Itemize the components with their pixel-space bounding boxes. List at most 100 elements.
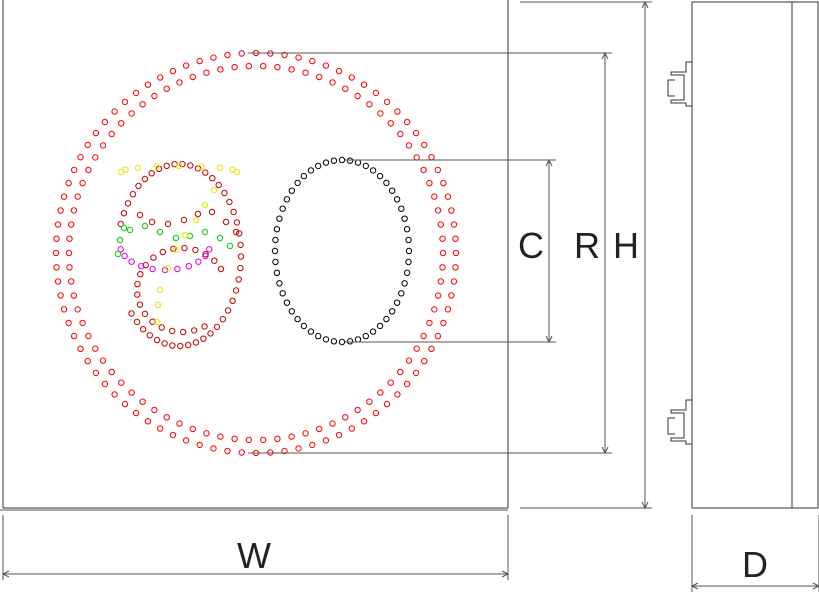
- led-dot: [128, 310, 135, 317]
- led-dot: [372, 409, 380, 417]
- led-dot: [156, 228, 164, 236]
- led-dot: [108, 368, 115, 376]
- led-dot: [213, 323, 221, 331]
- led-dot: [70, 207, 78, 214]
- led-dot: [224, 51, 231, 59]
- led-dot: [179, 160, 186, 168]
- led-dot: [437, 278, 444, 285]
- led-dot: [150, 254, 157, 261]
- led-dot: [383, 98, 391, 106]
- led-dot: [421, 141, 428, 149]
- led-dot: [295, 445, 302, 452]
- led-dot: [389, 308, 396, 315]
- led-dot: [362, 162, 369, 170]
- led-dot: [238, 449, 245, 456]
- led-dot: [126, 226, 134, 234]
- led-dot: [309, 441, 316, 449]
- led-dot: [217, 433, 224, 440]
- led-dot: [195, 258, 202, 265]
- led-dot: [194, 210, 202, 218]
- dimension-label-c: C: [518, 225, 544, 266]
- led-dot: [369, 167, 377, 174]
- led-dot: [74, 306, 81, 313]
- led-dot: [77, 154, 84, 161]
- led-dot: [211, 257, 218, 264]
- led-dot: [405, 142, 413, 149]
- led-dot: [322, 336, 330, 343]
- led-dot: [398, 290, 405, 297]
- led-dot: [316, 73, 323, 81]
- led-dot: [114, 250, 122, 258]
- led-dot: [60, 306, 68, 313]
- led-dot: [198, 163, 205, 170]
- led-dot: [439, 264, 446, 271]
- led-dot: [302, 430, 309, 437]
- led-dot: [65, 249, 73, 257]
- led-dot: [412, 369, 420, 377]
- led-dot: [413, 154, 420, 161]
- led-dot: [274, 64, 281, 71]
- led-dot: [164, 264, 172, 272]
- led-dot: [403, 226, 411, 233]
- led-dot: [420, 166, 427, 174]
- led-dot: [118, 120, 125, 127]
- led-dot: [149, 265, 156, 273]
- led-dot: [159, 248, 167, 256]
- led-dot: [366, 101, 373, 108]
- led-dot: [273, 226, 281, 233]
- led-dot: [260, 62, 267, 70]
- led-dot: [232, 228, 240, 236]
- led-dot: [120, 210, 128, 217]
- led-dot: [156, 286, 164, 294]
- led-dot: [141, 175, 149, 183]
- led-dot: [342, 85, 349, 92]
- led-dot: [360, 81, 368, 88]
- led-dot: [157, 74, 164, 81]
- led-dot: [288, 187, 295, 194]
- led-dot: [92, 154, 99, 161]
- led-dot: [288, 66, 295, 73]
- led-dot: [346, 338, 354, 345]
- led-dot: [387, 120, 394, 127]
- led-dot: [279, 290, 286, 297]
- led-dot: [99, 142, 107, 149]
- led-dot: [376, 322, 384, 330]
- led-dot: [236, 230, 243, 237]
- led-dot: [139, 326, 147, 333]
- led-dot: [141, 222, 149, 230]
- led-dot: [210, 186, 218, 194]
- led-dot: [185, 263, 193, 270]
- led-dot: [203, 430, 210, 437]
- led-dot: [226, 198, 233, 206]
- led-dot: [66, 264, 73, 271]
- led-dot: [346, 157, 354, 164]
- led-dot: [137, 271, 144, 278]
- led-dot: [163, 162, 170, 170]
- led-dot: [210, 54, 217, 61]
- led-dot: [421, 357, 428, 365]
- led-dot: [70, 292, 78, 299]
- led-dot: [229, 297, 236, 304]
- led-dot: [180, 216, 188, 224]
- led-dot: [196, 57, 203, 65]
- led-dot: [141, 310, 149, 318]
- led-dot: [202, 169, 209, 176]
- led-dot: [148, 170, 155, 177]
- led-dot: [360, 418, 368, 425]
- led-dot: [450, 278, 458, 285]
- led-dot: [201, 201, 209, 209]
- led-dot: [121, 98, 129, 106]
- led-dot: [383, 400, 391, 408]
- led-dot: [192, 339, 200, 346]
- led-dot: [279, 205, 286, 212]
- led-dot: [362, 332, 369, 340]
- led-dot: [84, 357, 91, 365]
- led-dot: [132, 409, 140, 417]
- front-view: [0, 0, 509, 511]
- led-dot: [101, 380, 109, 388]
- led-dot: [172, 234, 180, 242]
- led-dot: [452, 264, 459, 271]
- led-dot: [57, 207, 64, 214]
